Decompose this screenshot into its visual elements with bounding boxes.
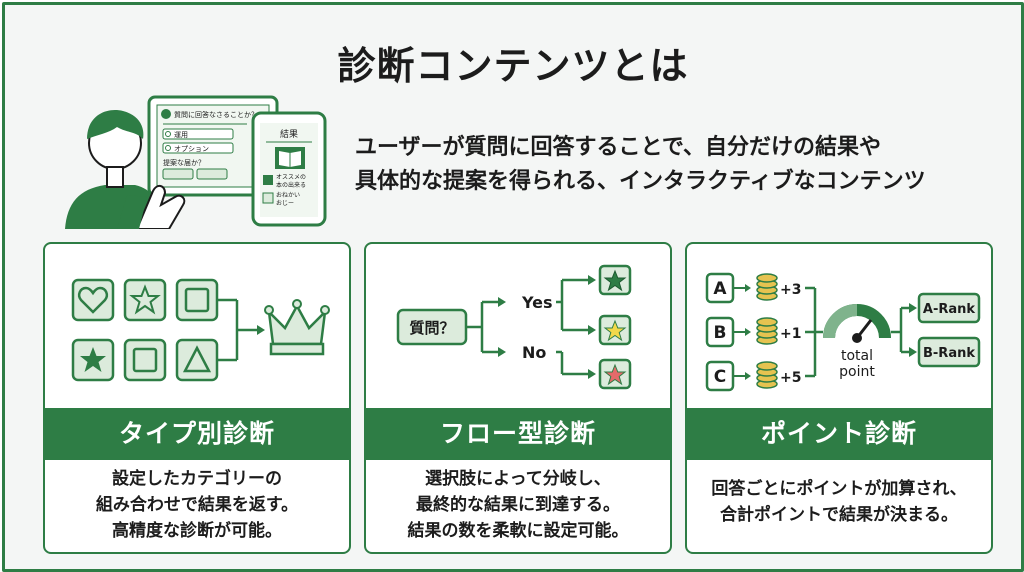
points-a: +3 xyxy=(780,282,801,298)
card-body-line: 組み合わせで結果を返す。 xyxy=(95,495,299,515)
arrow-icon xyxy=(588,369,596,379)
card-title: フロー型診断 xyxy=(366,408,670,460)
points-c: +5 xyxy=(780,370,801,386)
description-line-2: 具体的な提案を得られる、インタラクティブなコンテンツ xyxy=(355,169,926,194)
square-icon-2 xyxy=(132,347,158,373)
point-diagnosis-illustration: A B C xyxy=(705,272,981,392)
card-title: タイプ別診断 xyxy=(45,408,349,460)
yes-label: Yes xyxy=(521,293,553,312)
star-yellow-icon xyxy=(603,319,627,342)
card-body-line: 選択肢によって分岐し、 xyxy=(425,469,611,489)
arrow-icon xyxy=(909,303,917,313)
heart-icon xyxy=(77,286,109,314)
tablet-option-2: オプション xyxy=(174,145,209,153)
arrow-icon xyxy=(745,284,751,292)
hero-illustration: 質問に回答なさることか？ 運用 オプション 提案な届か？ 結果 xyxy=(65,95,327,229)
card-body: 選択肢によって分岐し、 最終的な結果に到達する。 結果の数を柔軟に設定可能。 xyxy=(366,466,670,544)
coin-stack-icon xyxy=(756,361,778,389)
card-body: 設定したカテゴリーの 組み合わせで結果を返す。 高精度な診断が可能。 xyxy=(45,466,349,544)
card-body-line: 高精度な診断が可能。 xyxy=(112,521,282,541)
phone-caption-1: オススメの xyxy=(276,174,306,181)
arrow-icon xyxy=(588,325,596,335)
card-body-line: 合計ポイントで結果が決まる。 xyxy=(720,505,958,525)
flow-diagnosis-illustration: 質問？ Yes No xyxy=(396,264,632,390)
arrow-icon xyxy=(588,275,596,285)
arrow-icon xyxy=(498,297,506,307)
rank-b-label: B-Rank xyxy=(923,346,975,361)
arrow-icon xyxy=(745,372,751,380)
star-green-icon xyxy=(603,269,627,292)
arrow-icon xyxy=(745,328,751,336)
card-body-line: 設定したカテゴリーの xyxy=(112,469,282,489)
answer-c: C xyxy=(705,360,735,392)
phone-device: 結果 オススメの 本の出来る おねかい おじー xyxy=(251,111,327,227)
rank-a-box xyxy=(917,292,981,324)
coin-stack-icon xyxy=(756,273,778,301)
hand-pointing xyxy=(117,185,186,229)
square-icon xyxy=(184,287,210,313)
arrow-icon xyxy=(498,347,506,357)
tablet-question: 質問に回答なさることか？ xyxy=(174,110,258,119)
phone-caption-2: 本の出来る xyxy=(276,181,306,189)
answer-b-label: B xyxy=(714,323,727,343)
gauge-icon xyxy=(823,304,891,343)
rank-a-label: A-Rank xyxy=(923,302,975,317)
card-body-line: 回答ごとにポイントが加算され、 xyxy=(711,479,967,499)
tablet-option-1: 運用 xyxy=(174,130,188,139)
description-line-1: ユーザーが質問に回答することで、自分だけの結果や xyxy=(355,135,882,160)
card-body-line: 結果の数を柔軟に設定可能。 xyxy=(407,521,629,541)
answer-c-label: C xyxy=(714,367,726,387)
star-filled-icon xyxy=(80,347,106,372)
no-label: No xyxy=(522,343,546,362)
tablet-device: 質問に回答なさることか？ 運用 オプション 提案な届か？ xyxy=(147,95,279,197)
point-label: point xyxy=(839,364,875,380)
card-title: ポイント診断 xyxy=(687,408,991,460)
card-type-diagnosis: タイプ別診断 設定したカテゴリーの 組み合わせで結果を返す。 高精度な診断が可能… xyxy=(43,242,351,554)
phone-caption-4: おじー xyxy=(276,200,294,207)
rank-b-box xyxy=(917,336,981,368)
answer-a-label: A xyxy=(713,279,727,299)
coin-stack-icon xyxy=(756,317,778,345)
star-icon xyxy=(129,284,161,315)
crown-icon xyxy=(264,299,330,356)
answer-b: B xyxy=(705,316,735,348)
tablet-question-2: 提案な届か？ xyxy=(163,158,205,167)
card-body-line: 最終的な結果に到達する。 xyxy=(416,495,620,515)
triangle-icon xyxy=(182,345,212,373)
total-label: total xyxy=(841,348,873,364)
phone-caption-3: おねかい xyxy=(276,192,300,199)
card-flow-diagnosis: 質問？ Yes No xyxy=(364,242,672,554)
arrow-icon xyxy=(909,347,917,357)
type-diagnosis-illustration xyxy=(71,278,330,382)
description: ユーザーが質問に回答することで、自分だけの結果や 具体的な提案を得られる、インタ… xyxy=(355,131,995,199)
question-label: 質問？ xyxy=(409,319,454,337)
arrow-icon xyxy=(257,325,265,335)
page-title: 診断コンテンツとは xyxy=(337,44,689,88)
phone-title: 結果 xyxy=(280,128,298,140)
person-figure xyxy=(65,110,163,229)
star-red-icon xyxy=(603,363,627,386)
answer-a: A xyxy=(705,272,735,304)
points-b: +1 xyxy=(780,326,801,342)
card-point-diagnosis: A B C xyxy=(685,242,993,554)
card-body: 回答ごとにポイントが加算され、 合計ポイントで結果が決まる。 xyxy=(687,476,991,528)
